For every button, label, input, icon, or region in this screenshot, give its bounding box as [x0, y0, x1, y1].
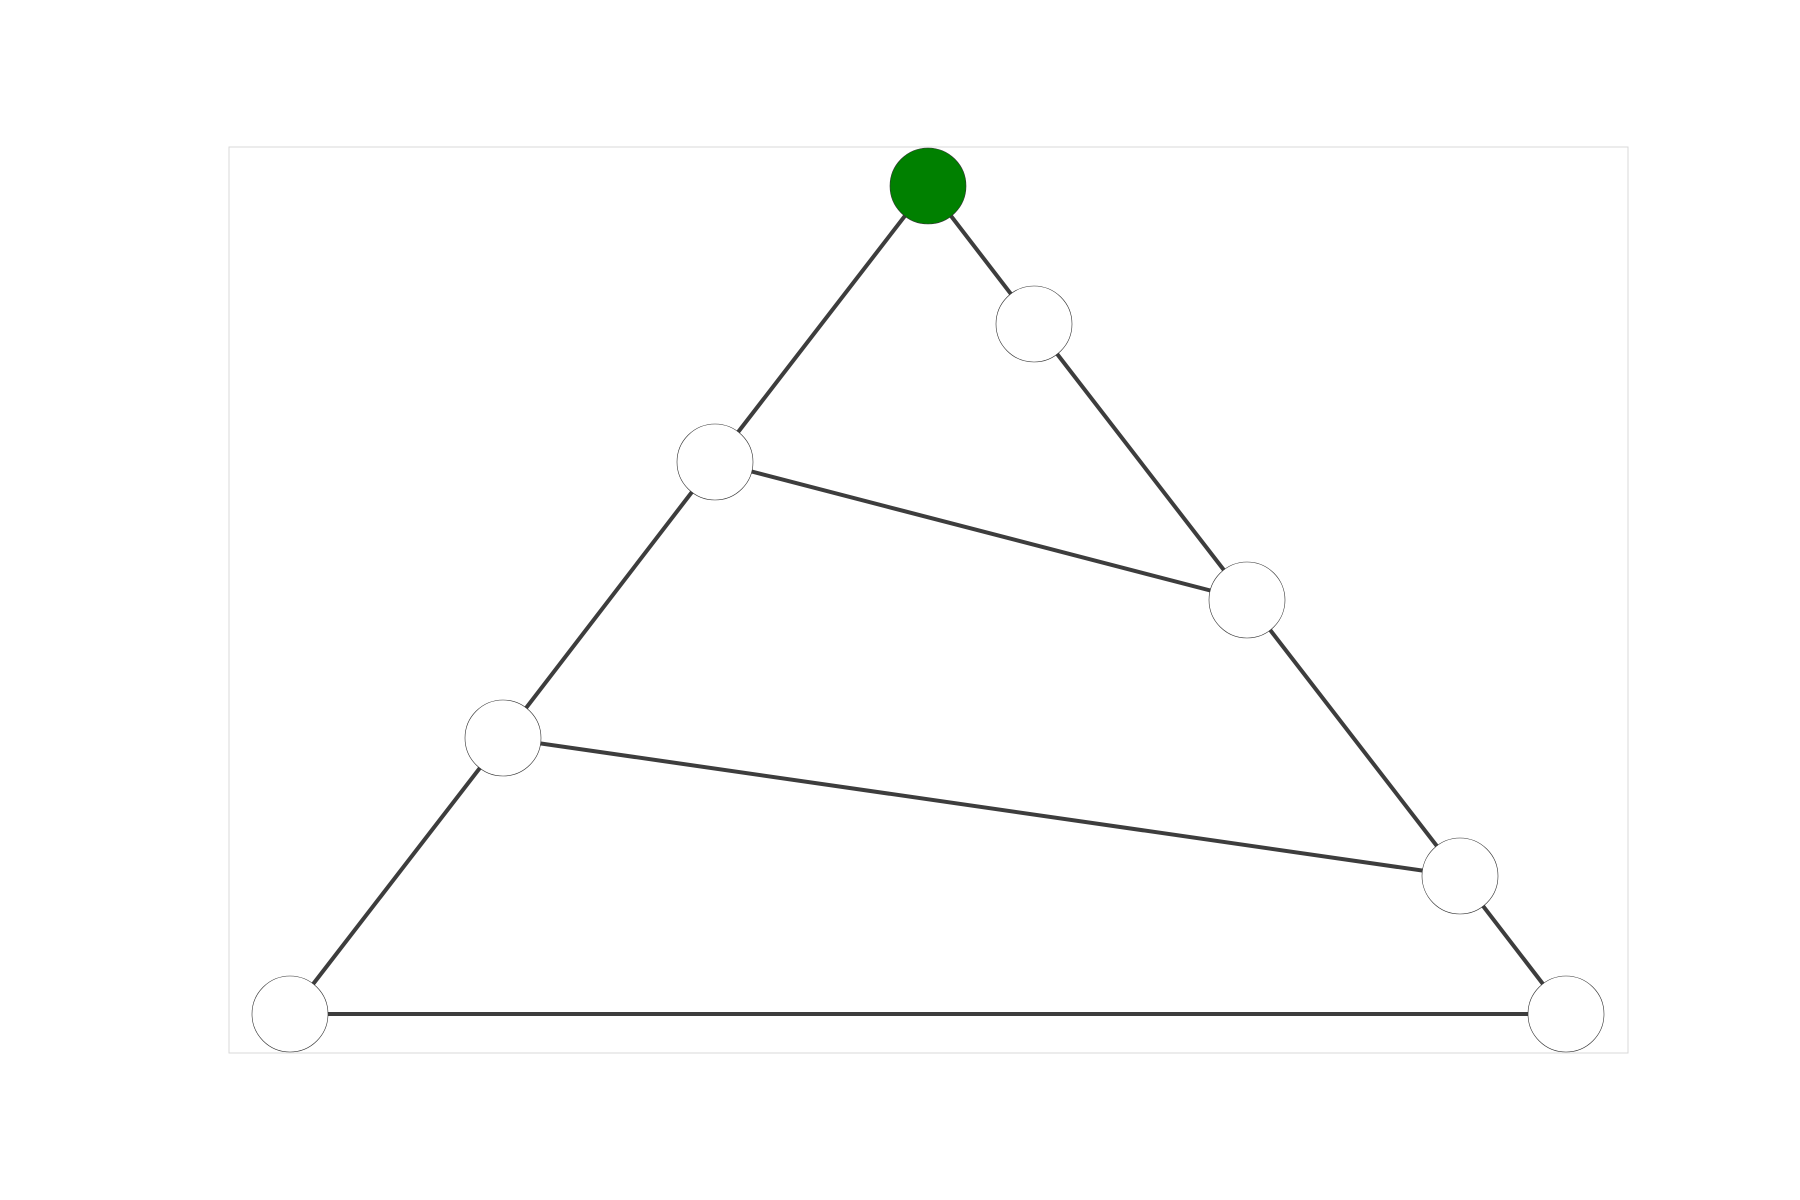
- edge-n2-n3: [714, 460, 1248, 602]
- plot-frame: [228, 146, 1629, 1054]
- node-n6[interactable]: [251, 975, 329, 1053]
- node-n2[interactable]: [676, 423, 754, 501]
- edge-n4-n5: [502, 736, 1461, 878]
- node-n4[interactable]: [464, 699, 542, 777]
- highlighted-node-n0[interactable]: [889, 147, 967, 225]
- edge-n4-n6: [288, 736, 505, 1016]
- node-n3[interactable]: [1208, 561, 1286, 639]
- node-n5[interactable]: [1421, 837, 1499, 915]
- edge-n1-n3: [1032, 322, 1249, 602]
- edge-n2-n4: [501, 460, 717, 740]
- edge-n0-n2: [713, 184, 930, 464]
- edge-n3-n5: [1245, 598, 1462, 878]
- nodes-layer: [251, 147, 1605, 1053]
- node-n7[interactable]: [1527, 975, 1605, 1053]
- node-n1[interactable]: [995, 285, 1073, 363]
- edges-layer: [288, 184, 1568, 1016]
